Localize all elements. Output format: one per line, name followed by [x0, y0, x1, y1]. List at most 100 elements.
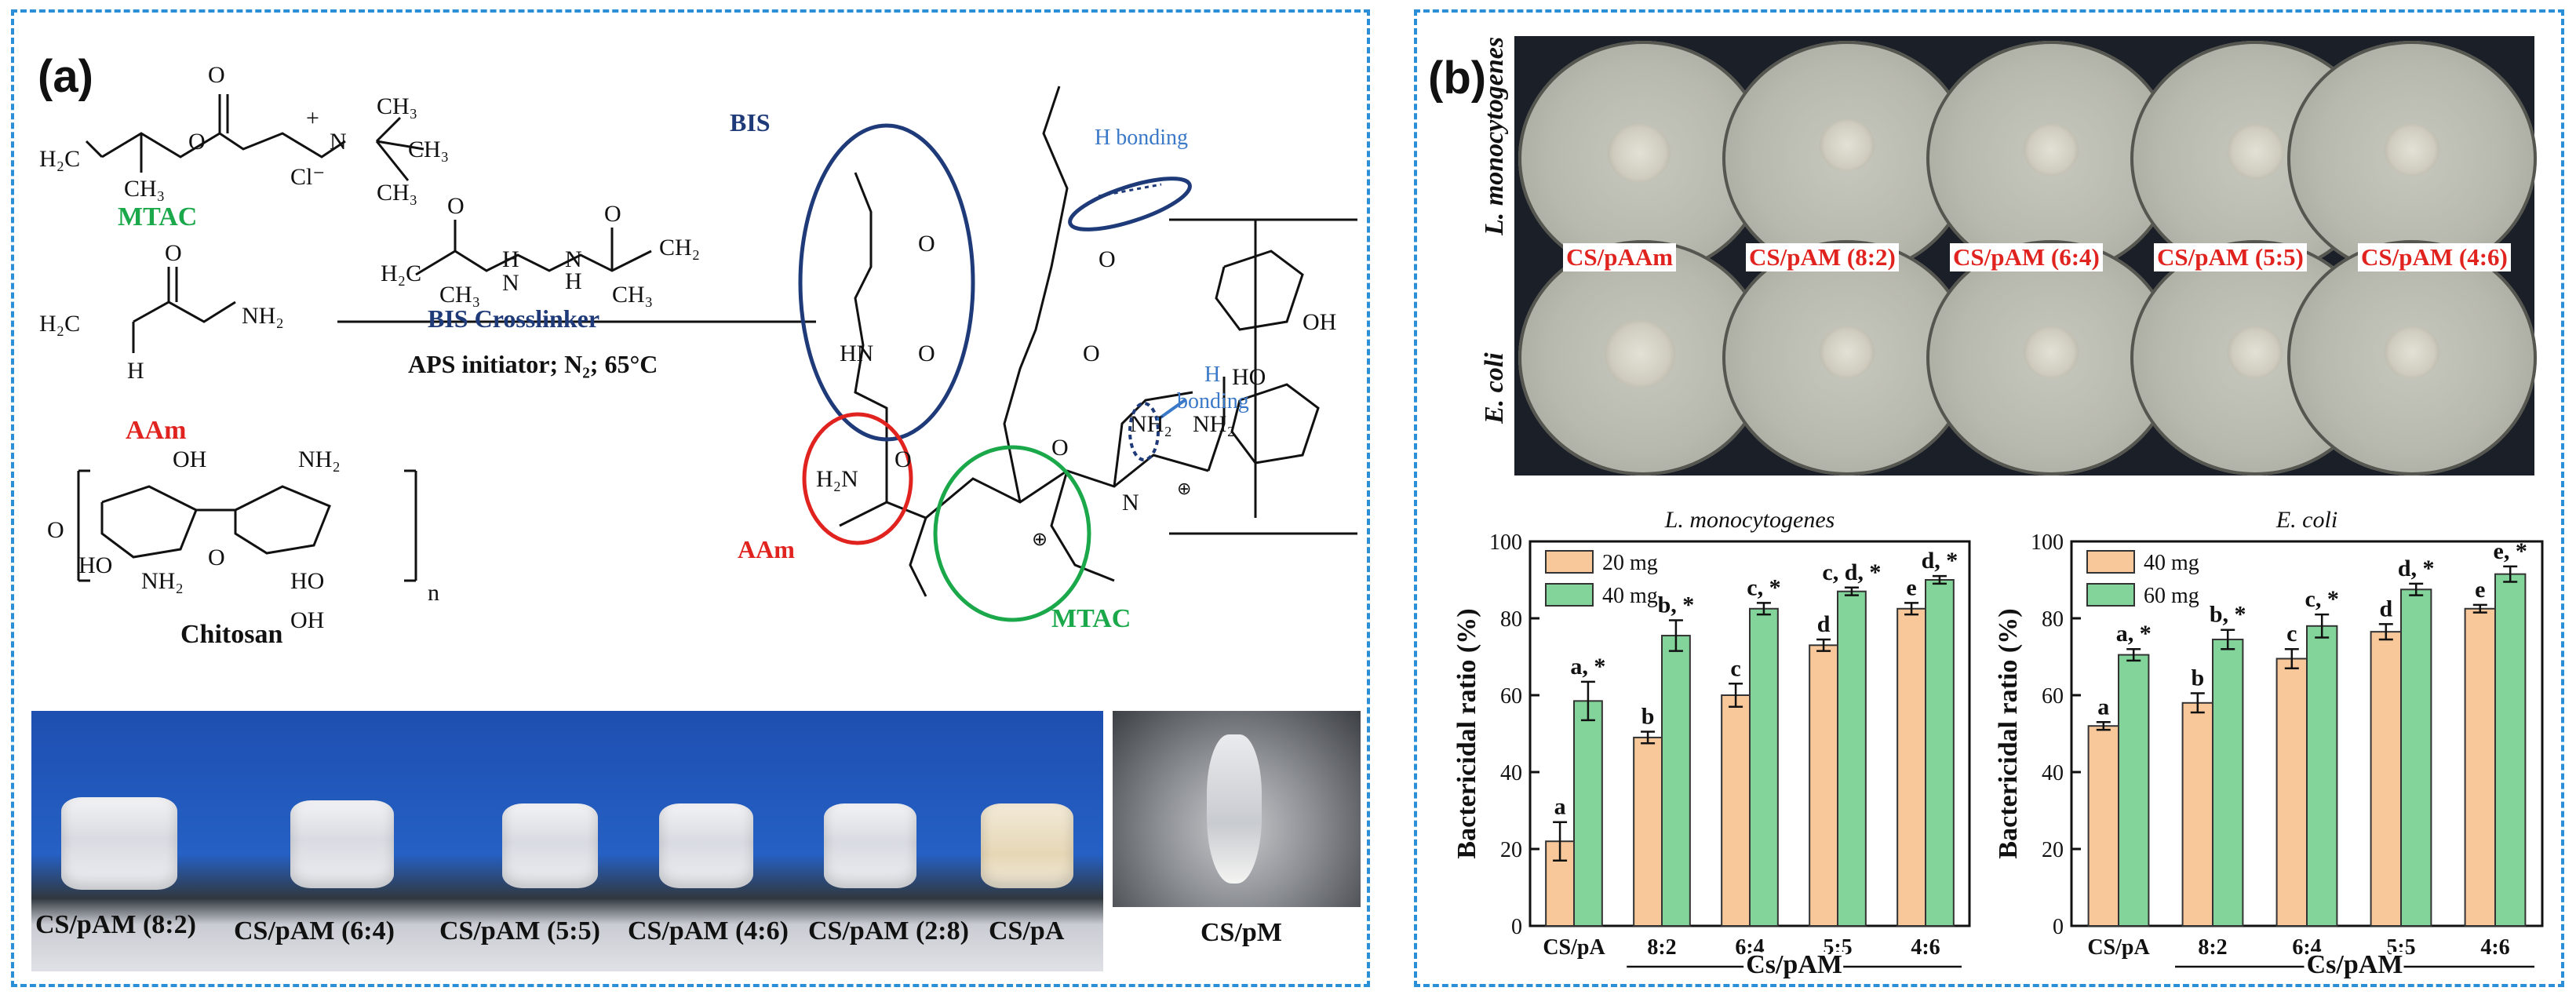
- svg-text:H₂C: H₂C: [381, 261, 421, 286]
- x-tick-label: CS/pA: [2087, 935, 2150, 960]
- hydrogel-sample-5: [824, 803, 916, 888]
- hydrogel-sample-3: [502, 803, 598, 888]
- svg-text:H: H: [127, 358, 144, 384]
- dish-lm-5: [2287, 41, 2537, 276]
- network-bis-label: BIS: [730, 108, 771, 137]
- bar-chart-listeria: L. monocytogenes020406080100Bactericidal…: [1452, 507, 1971, 981]
- significance-label: c, *: [2305, 586, 2339, 612]
- significance-label: b: [1641, 704, 1655, 730]
- svg-text:HN: HN: [840, 341, 873, 366]
- y-tick-label: 0: [2053, 915, 2064, 939]
- reaction-scheme: H₂C O O + N CH₃ CH₃ CH₃ Cl⁻ CH₃ H₂C NH N…: [39, 62, 1357, 633]
- dish-label-5: CS/pAM (4:6): [2358, 243, 2511, 271]
- bis-crosslinker-label: BIS Crosslinker: [428, 304, 600, 333]
- bar-low: [2370, 631, 2403, 927]
- svg-text:HO: HO: [290, 568, 324, 594]
- cs-pm-inset-photo: [1113, 711, 1361, 907]
- bar-low: [2275, 658, 2308, 927]
- bar-low: [1896, 607, 1926, 927]
- chart-title: E. coli: [2275, 507, 2337, 533]
- dish-label-3: CS/pAM (6:4): [1950, 243, 2103, 271]
- hydrogel-sample-6: [981, 803, 1073, 888]
- bar-high: [1837, 590, 1867, 927]
- sample-disk: [2385, 124, 2439, 176]
- svg-text:O: O: [47, 517, 64, 543]
- legend-label: 20 mg: [1602, 551, 1658, 575]
- bar-high: [1749, 607, 1779, 927]
- significance-label: d: [2379, 596, 2392, 621]
- y-tick-label: 20: [2042, 838, 2064, 862]
- svg-text:OH: OH: [173, 446, 206, 472]
- sample-disk: [2228, 124, 2284, 179]
- svg-text:O: O: [447, 193, 465, 219]
- significance-label: a: [1554, 794, 1566, 820]
- hydrogel-sample-1: [61, 797, 177, 890]
- y-tick-label: 40: [1500, 761, 1522, 785]
- svg-text:OH: OH: [290, 607, 324, 633]
- hydrogel-sample-4: [659, 803, 753, 888]
- svg-text:CH₃: CH₃: [439, 282, 480, 308]
- svg-text:O: O: [188, 129, 206, 155]
- y-tick-label: 20: [1500, 838, 1522, 862]
- significance-label: d: [1817, 611, 1831, 637]
- dish-label-1: CS/pAAm: [1563, 243, 1677, 271]
- panel-b-label: (b): [1428, 53, 1487, 104]
- network-aam-label: AAm: [738, 535, 795, 563]
- sample-disk: [2228, 326, 2283, 378]
- bar-high: [1661, 635, 1691, 927]
- svg-text:NH₂: NH₂: [298, 446, 341, 472]
- x-tick-label: 5:5: [1823, 935, 1852, 960]
- bar-high: [1925, 579, 1955, 927]
- svg-text:N: N: [1122, 490, 1139, 516]
- panel-a-label: (a): [38, 51, 93, 102]
- y-tick-label: 60: [1500, 684, 1522, 709]
- bar-high: [2400, 588, 2432, 927]
- dish-label-2: CS/pAM (8:2): [1746, 243, 1899, 271]
- x-tick-label: 8:2: [1647, 935, 1676, 960]
- legend-label: 40 mg: [2144, 551, 2199, 575]
- reaction-conditions: APS initiator; N₂; 65°C: [408, 350, 658, 378]
- svg-text:H₂C: H₂C: [39, 146, 80, 172]
- x-axis-label: Cs/pAM: [2307, 950, 2403, 979]
- svg-text:OH: OH: [1303, 309, 1336, 335]
- gel-label-3: CS/pAM (5:5): [439, 916, 600, 946]
- svg-text:O: O: [604, 201, 621, 227]
- sample-disk: [2024, 326, 2079, 378]
- bar-high: [2494, 573, 2527, 927]
- svg-text:H₂N: H₂N: [816, 466, 858, 492]
- y-tick-label: 60: [2042, 684, 2064, 709]
- bar-high: [2306, 625, 2338, 927]
- sample-disk: [2385, 326, 2439, 378]
- x-tick-label: 8:2: [2198, 935, 2227, 960]
- sample-disk: [1605, 320, 1675, 388]
- h-bonding-label-top: H bonding: [1095, 126, 1188, 150]
- significance-label: b, *: [2210, 602, 2246, 628]
- gel-label-6: CS/pA: [989, 916, 1065, 946]
- significance-label: c: [2286, 621, 2297, 647]
- dish-label-4: CS/pAM (5:5): [2154, 243, 2307, 271]
- y-tick-label: 100: [1489, 530, 1522, 555]
- svg-text:⊕: ⊕: [1032, 530, 1048, 550]
- gel-label-5: CS/pAM (2:8): [808, 916, 969, 946]
- svg-text:CH₃: CH₃: [377, 180, 417, 206]
- bar-low: [1809, 644, 1839, 927]
- chart-title: L. monocytogenes: [1664, 507, 1835, 533]
- legend-swatch: [1545, 583, 1594, 607]
- bar-low: [1633, 736, 1663, 927]
- svg-text:H: H: [502, 246, 519, 272]
- row-label-lm: L. monocytogenes: [1480, 36, 1509, 235]
- gel-label-2: CS/pAM (6:4): [234, 916, 395, 946]
- svg-text:O: O: [1051, 435, 1069, 461]
- svg-text:O: O: [918, 231, 935, 257]
- bar-high: [2118, 654, 2150, 927]
- cs-pm-gel: [1207, 734, 1262, 884]
- bar-high: [2212, 638, 2244, 927]
- svg-text:CH₂: CH₂: [659, 235, 700, 261]
- y-tick-label: 80: [2042, 607, 2064, 632]
- significance-label: a: [2097, 694, 2109, 720]
- svg-text:H: H: [565, 268, 582, 294]
- bar-high: [1573, 700, 1603, 927]
- svg-text:O: O: [1099, 246, 1116, 272]
- y-tick-label: 100: [2031, 530, 2064, 555]
